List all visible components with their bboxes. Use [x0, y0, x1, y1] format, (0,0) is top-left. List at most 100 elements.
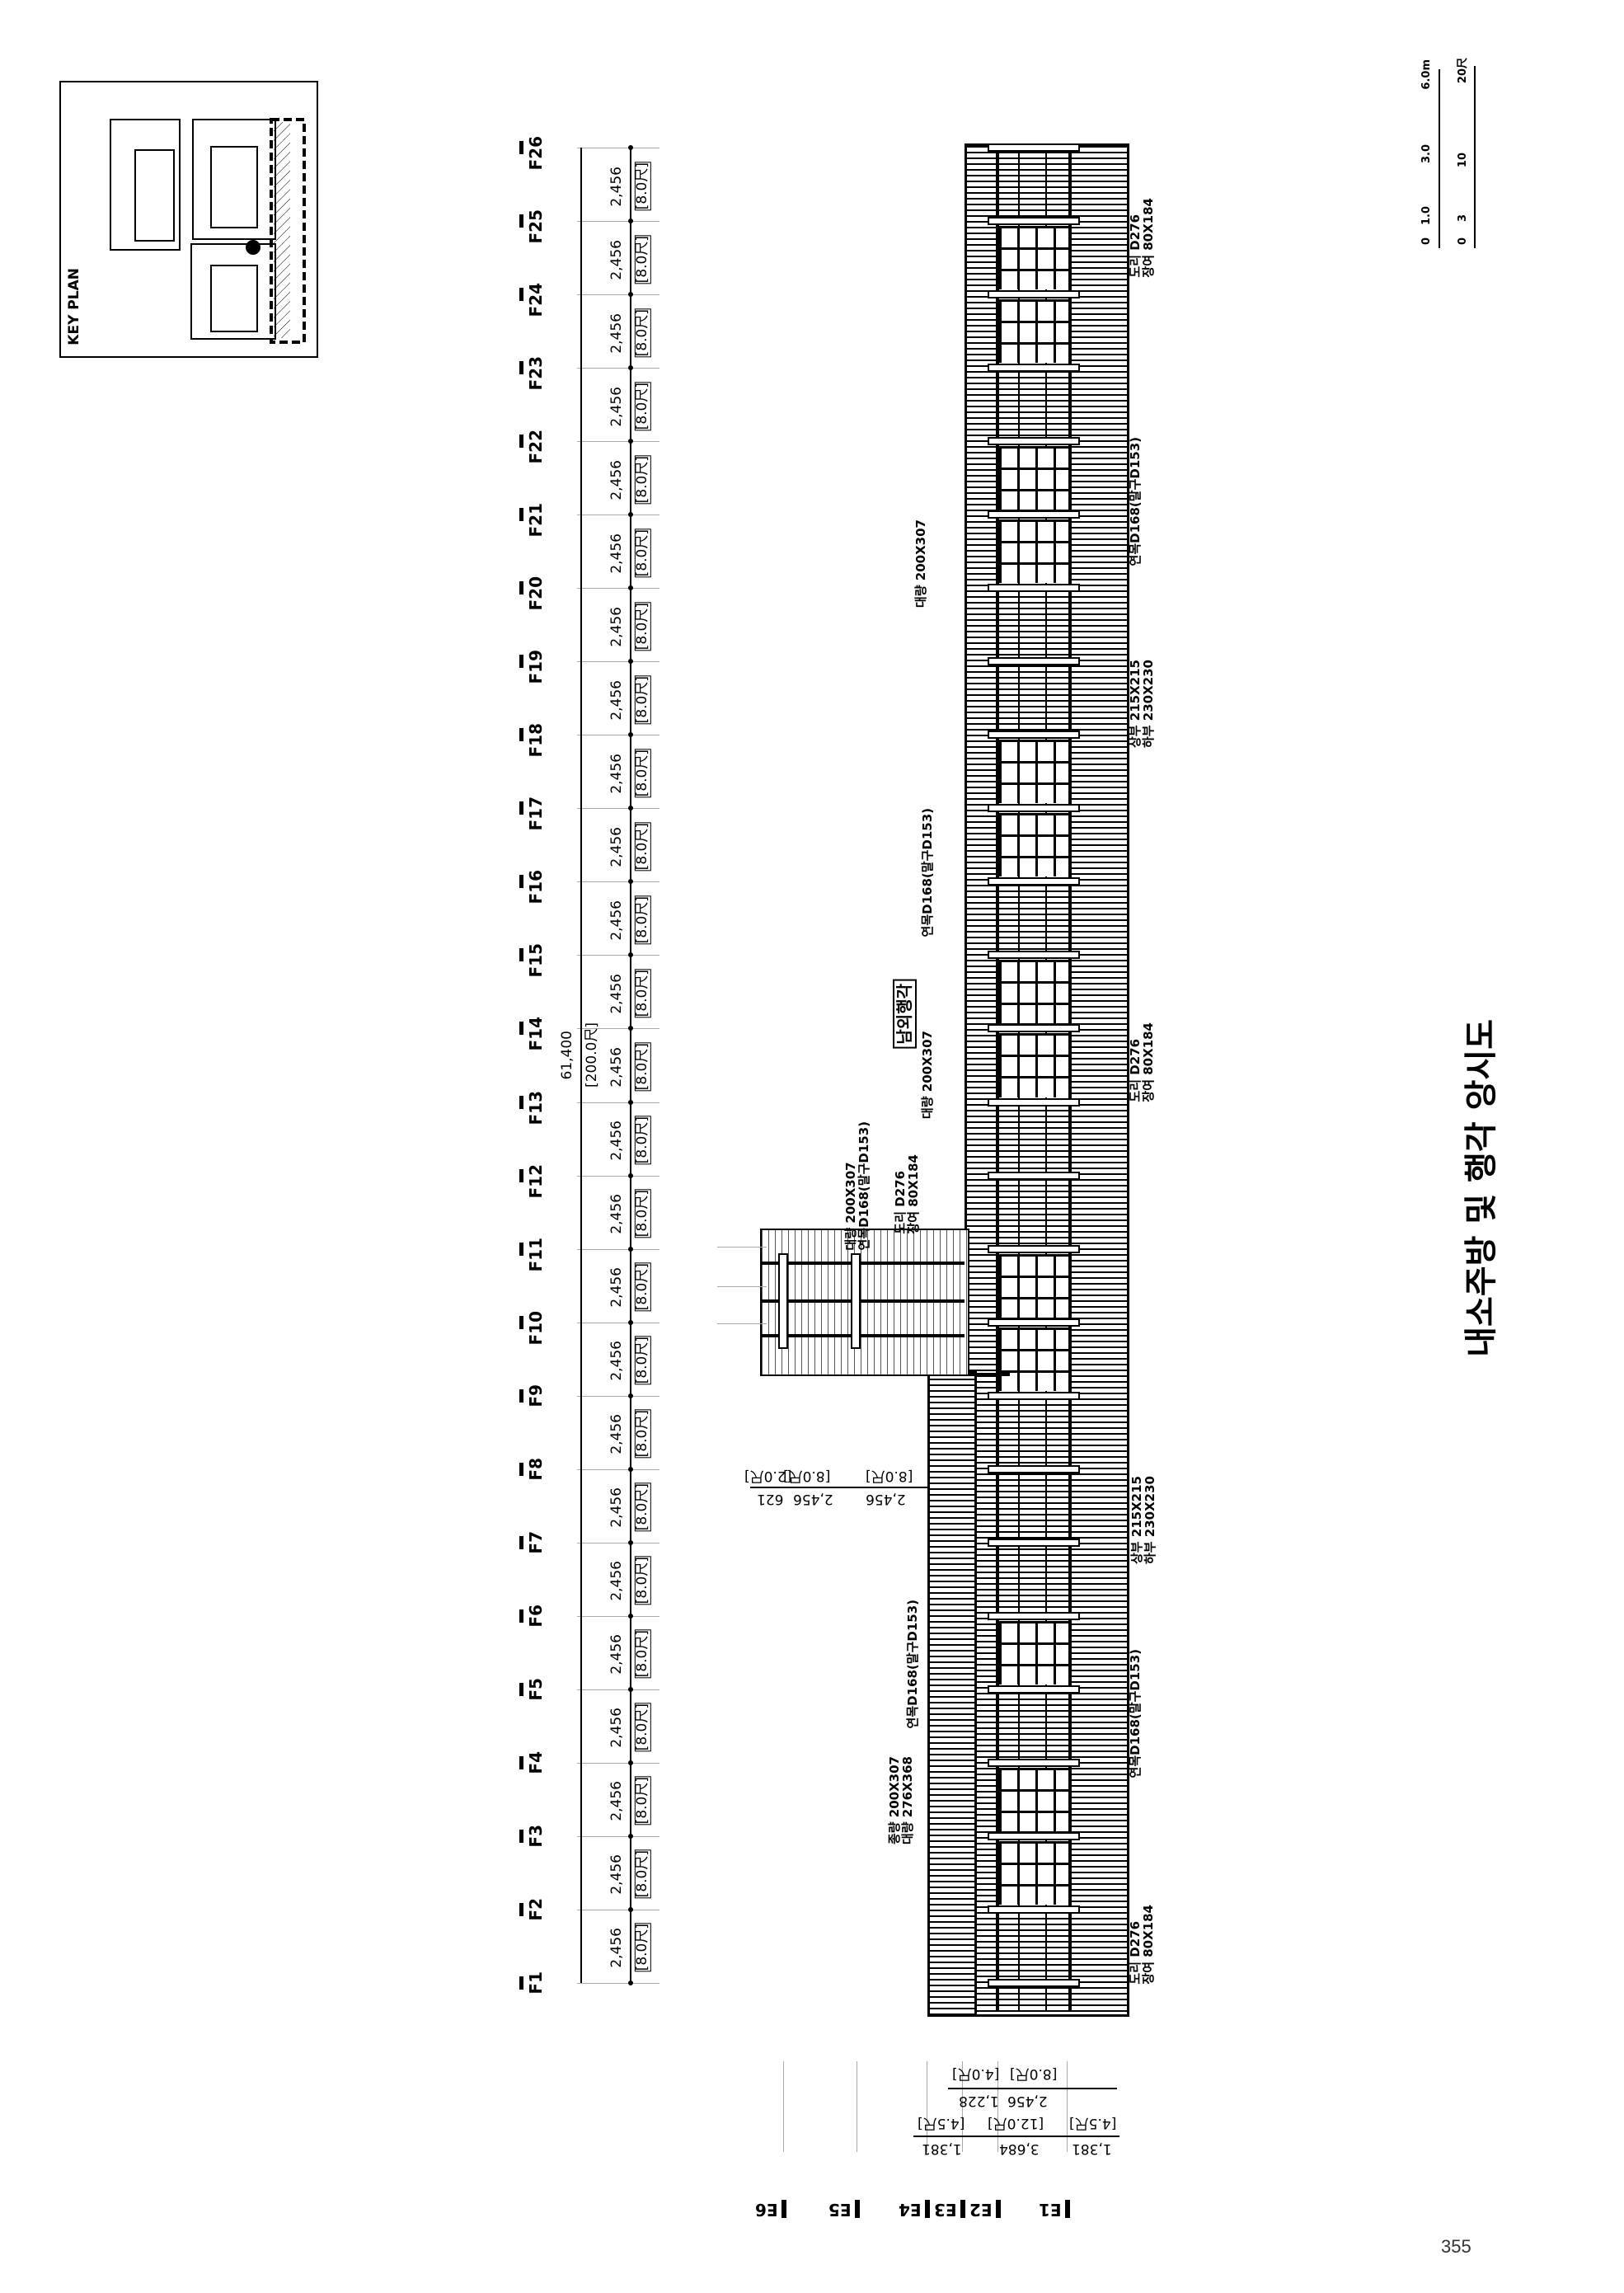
grid-label: F7 — [526, 1530, 546, 1554]
bay-dimension-r: [8.0尺] — [634, 528, 651, 578]
cross-beam — [988, 804, 1080, 813]
overall-dimension-line — [580, 148, 582, 1983]
coffered-ceiling-bay — [999, 960, 1068, 1024]
bay-dimension-r: [8.0尺] — [634, 1703, 651, 1752]
bay-dimension-mm: 2,456 — [608, 1341, 625, 1381]
grid-label: F20 — [526, 576, 546, 611]
grid-line — [577, 294, 659, 296]
annex-dimension-mm: 2,456 — [866, 1491, 906, 1507]
grid-tick — [519, 948, 523, 962]
cross-beam — [988, 1611, 1080, 1620]
bay-dimension-mm: 2,456 — [608, 1708, 625, 1749]
grid-label: F5 — [526, 1677, 546, 1701]
grid-line — [577, 1395, 659, 1397]
grid-line — [577, 1102, 659, 1103]
grid-tick — [519, 1609, 523, 1623]
annotation-yeonmok: 연목D168(말구D153) — [905, 1600, 920, 1729]
e-dimension-r: [4.5尺] — [918, 2115, 965, 2131]
bay-dimension-r: [8.0尺] — [634, 308, 651, 357]
overall-dimension-mm: 61,400 — [559, 1031, 575, 1080]
grid-tick — [1065, 2200, 1070, 2218]
annex-dimension-line — [750, 1487, 927, 1488]
grid-label: F12 — [526, 1163, 546, 1199]
bay-dimension-r: [8.0尺] — [634, 381, 651, 430]
overall-dimension-r: [200.0尺] — [584, 1022, 600, 1088]
scale-bar: 0 1.0 3.0 6.0m 0 3 10 20尺 — [1418, 58, 1500, 264]
grid-tick — [519, 581, 523, 595]
cross-beam — [988, 657, 1080, 666]
e-dimension-mm: 1,228 — [959, 2093, 999, 2109]
bay-dimension-mm: 2,456 — [608, 533, 625, 574]
bay-dimension-mm: 2,456 — [608, 166, 625, 207]
bay-dimension-r: [8.0尺] — [634, 1262, 651, 1312]
cross-beam — [988, 1758, 1080, 1767]
coffered-ceiling-bay — [999, 1620, 1068, 1685]
coffered-ceiling-bay — [999, 299, 1068, 364]
cross-beam — [988, 1831, 1080, 1840]
bay-dimension-mm: 2,456 — [608, 312, 625, 354]
grid-tick — [519, 1535, 523, 1549]
bay-dimension-mm: 2,456 — [608, 1194, 625, 1234]
e-dimension-mm: 3,684 — [999, 2140, 1040, 2157]
grid-tick — [519, 1095, 523, 1109]
bay-dimension-r: [8.0尺] — [634, 1409, 651, 1459]
cross-beam — [988, 1685, 1080, 1694]
bay-dimension-r: [8.0尺] — [634, 895, 651, 945]
grid-label: F18 — [526, 723, 546, 758]
cross-beam — [988, 290, 1080, 299]
annotation-yeonmok: 연목D168(말구D153) — [1128, 1649, 1143, 1778]
grid-line — [997, 2061, 998, 2152]
grid-line — [577, 661, 659, 663]
cross-beam — [988, 437, 1080, 446]
grid-tick — [519, 1462, 523, 1476]
cross-beam — [988, 1097, 1080, 1107]
bay-dimension-mm: 2,456 — [608, 606, 625, 647]
e-dimension-r: [4.0尺] — [952, 2065, 1000, 2082]
annex-column — [778, 1253, 788, 1349]
cross-beam — [988, 364, 1080, 373]
bay-dimension-r: [8.0尺] — [634, 674, 651, 725]
bay-dimension-r: [8.0尺] — [634, 1189, 651, 1238]
bay-dimension-mm: 2,456 — [608, 1121, 625, 1161]
bay-dimension-r: [8.0尺] — [634, 1042, 651, 1092]
grid-label: F13 — [526, 1090, 546, 1125]
coffered-ceiling-bay — [999, 740, 1068, 804]
bay-dimension-mm: 2,456 — [608, 900, 625, 941]
grid-label: F4 — [526, 1750, 546, 1774]
cross-beam — [988, 1979, 1080, 1987]
cross-beam — [988, 1905, 1080, 1914]
e-dimension-mm: 2,456 — [1007, 2093, 1048, 2109]
bay-dimension-r: [8.0尺] — [634, 748, 651, 798]
annotation-yeonmok: 연목D168(말구D153) — [920, 808, 935, 937]
bay-dimension-r: [8.0尺] — [634, 161, 651, 210]
grid-label: F2 — [526, 1897, 546, 1921]
grid-label: F23 — [526, 356, 546, 391]
bay-dimension-mm: 2,456 — [608, 459, 625, 500]
grid-line — [783, 2061, 784, 2152]
grid-label: E1 — [1039, 2200, 1062, 2220]
coffered-ceiling-bay — [999, 1253, 1068, 1318]
bay-dimension-r: [8.0尺] — [634, 454, 651, 504]
coffered-ceiling-bay — [999, 446, 1068, 510]
cross-beam — [988, 1538, 1080, 1547]
annex-beam — [762, 1299, 965, 1303]
grid-label: F14 — [526, 1017, 546, 1051]
grid-line — [577, 955, 659, 956]
grid-line — [1067, 2061, 1068, 2152]
grid-tick — [519, 141, 523, 154]
cross-beam — [988, 217, 1080, 226]
grid-tick — [519, 361, 523, 375]
cross-beam — [988, 1391, 1080, 1400]
bay-dimension-mm: 2,456 — [608, 1047, 625, 1088]
bay-dimension-mm: 2,456 — [608, 1634, 625, 1675]
grid-tick — [519, 1022, 523, 1036]
e-dimension-r: [8.0尺] — [1010, 2065, 1058, 2082]
grid-label: E5 — [828, 2200, 852, 2220]
bay-dimension-mm: 2,456 — [608, 1854, 625, 1896]
scale-label: 0 — [1457, 237, 1469, 246]
grid-line — [577, 1175, 659, 1177]
grid-label: F11 — [526, 1237, 546, 1272]
coffered-ceiling-bay — [999, 813, 1068, 877]
